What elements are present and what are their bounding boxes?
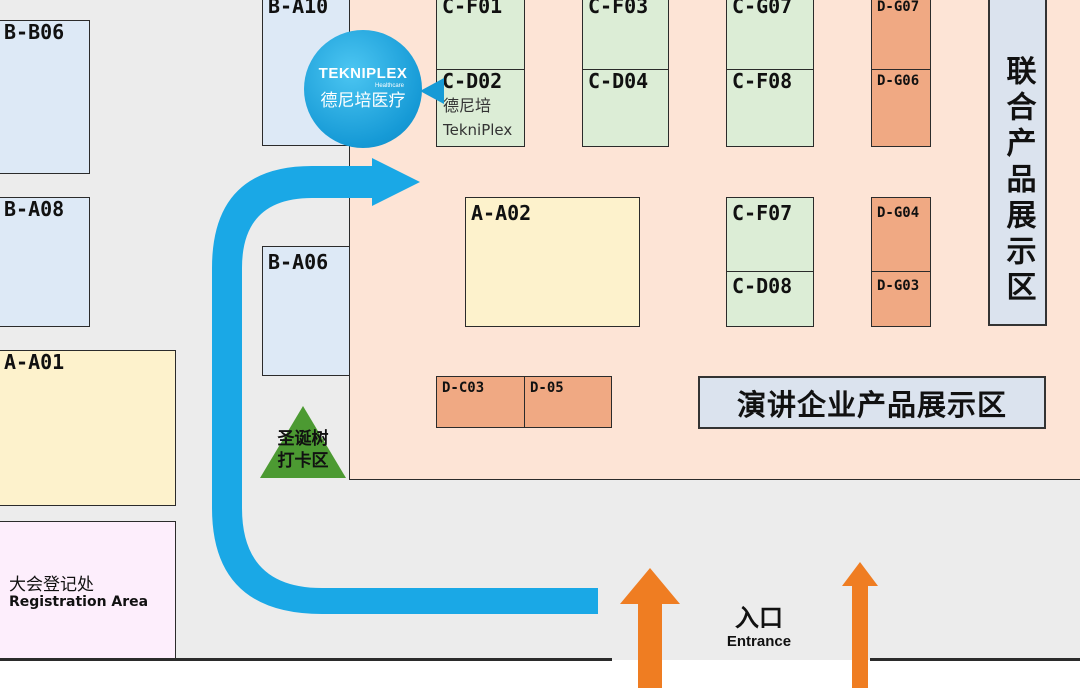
booth-code: C-F01 xyxy=(442,0,503,18)
entrance-label-en: Entrance xyxy=(726,633,792,650)
tekniplex-logo[interactable]: TEKNIPLEX Healthcare 德尼培医疗 xyxy=(304,30,422,148)
booth-code: D-05 xyxy=(530,380,564,396)
booth-code: B-A06 xyxy=(268,250,329,274)
christmas-tree-zone[interactable]: 圣诞树 打卡区 xyxy=(262,428,344,476)
logo-cn: 德尼培医疗 xyxy=(320,91,406,111)
entrance-label: 入口 Entrance xyxy=(700,598,818,658)
christmas-tree-icon xyxy=(260,406,346,478)
speaker-showcase-zone[interactable]: 演讲企业产品展示区 xyxy=(698,376,1046,429)
booth-b-b06[interactable]: B-B06 xyxy=(0,20,90,174)
booth-c-f03[interactable]: C-F03 xyxy=(582,0,669,70)
registration-label-cn: 大会登记处 xyxy=(9,575,94,595)
booth-code: C-G07 xyxy=(732,0,793,18)
entrance-label-cn: 入口 xyxy=(735,604,783,632)
entrance-arrow-left xyxy=(620,568,680,688)
booth-code: C-F07 xyxy=(732,201,793,225)
booth-d-g06[interactable]: D-G06 xyxy=(871,69,931,147)
booth-c-d02[interactable]: C-D02 德尼培 TekniPlex xyxy=(436,69,525,147)
registration-area[interactable]: 大会登记处 Registration Area xyxy=(0,521,176,659)
booth-code: B-A10 xyxy=(268,0,329,18)
booth-c-f08[interactable]: C-F08 xyxy=(726,69,814,147)
booth-code: C-F03 xyxy=(588,0,649,18)
christmas-tree-label-line2: 打卡区 xyxy=(277,451,329,471)
booth-exhibitor-cn: 德尼培 xyxy=(443,96,492,115)
booth-c-d08[interactable]: C-D08 xyxy=(726,271,814,327)
logo-tagline: Healthcare xyxy=(374,83,404,89)
booth-b-a08[interactable]: B-A08 xyxy=(0,197,90,327)
hall-bottom-wall-right xyxy=(870,658,1080,661)
booth-code: C-D04 xyxy=(588,69,649,93)
booth-a-a01[interactable]: A-A01 xyxy=(0,350,176,506)
booth-code: B-A08 xyxy=(4,197,65,221)
booth-d-g04[interactable]: D-G04 xyxy=(871,197,931,272)
joint-showcase-label: 联合产品展示区 xyxy=(1000,55,1036,307)
hall-bottom-wall xyxy=(0,658,612,661)
booth-d-c03[interactable]: D-C03 xyxy=(436,376,525,428)
christmas-tree-label-line1: 圣诞树 xyxy=(277,429,329,449)
booth-c-d04[interactable]: C-D04 xyxy=(582,69,669,147)
booth-a-a02[interactable]: A-A02 xyxy=(465,197,640,327)
speaker-showcase-label: 演讲企业产品展示区 xyxy=(736,387,1007,422)
booth-code: C-D02 xyxy=(442,69,503,93)
booth-code: D-G06 xyxy=(877,73,920,89)
entrance-arrow-right xyxy=(842,562,878,688)
booth-c-g07[interactable]: C-G07 xyxy=(726,0,814,70)
booth-d-05[interactable]: D-05 xyxy=(524,376,612,428)
booth-code: B-B06 xyxy=(4,20,65,44)
joint-showcase-zone[interactable]: 联合产品展示区 xyxy=(988,0,1047,326)
booth-b-a06[interactable]: B-A06 xyxy=(262,246,350,376)
booth-d-g07[interactable]: D-G07 xyxy=(871,0,931,70)
booth-d-g03[interactable]: D-G03 xyxy=(871,271,931,327)
logo-pointer-icon xyxy=(420,78,444,104)
booth-code: D-C03 xyxy=(442,380,485,396)
booth-code: C-D08 xyxy=(732,274,793,298)
logo-brand: TEKNIPLEX xyxy=(318,65,408,82)
booth-code: D-G07 xyxy=(877,0,920,15)
booth-code: C-F08 xyxy=(732,69,793,93)
booth-code: D-G03 xyxy=(877,278,920,294)
booth-code: A-A02 xyxy=(471,201,532,225)
registration-label-en: Registration Area xyxy=(9,594,149,610)
booth-exhibitor-en: TekniPlex xyxy=(443,121,513,139)
booth-code: A-A01 xyxy=(4,350,65,374)
booth-code: D-G04 xyxy=(877,205,920,221)
